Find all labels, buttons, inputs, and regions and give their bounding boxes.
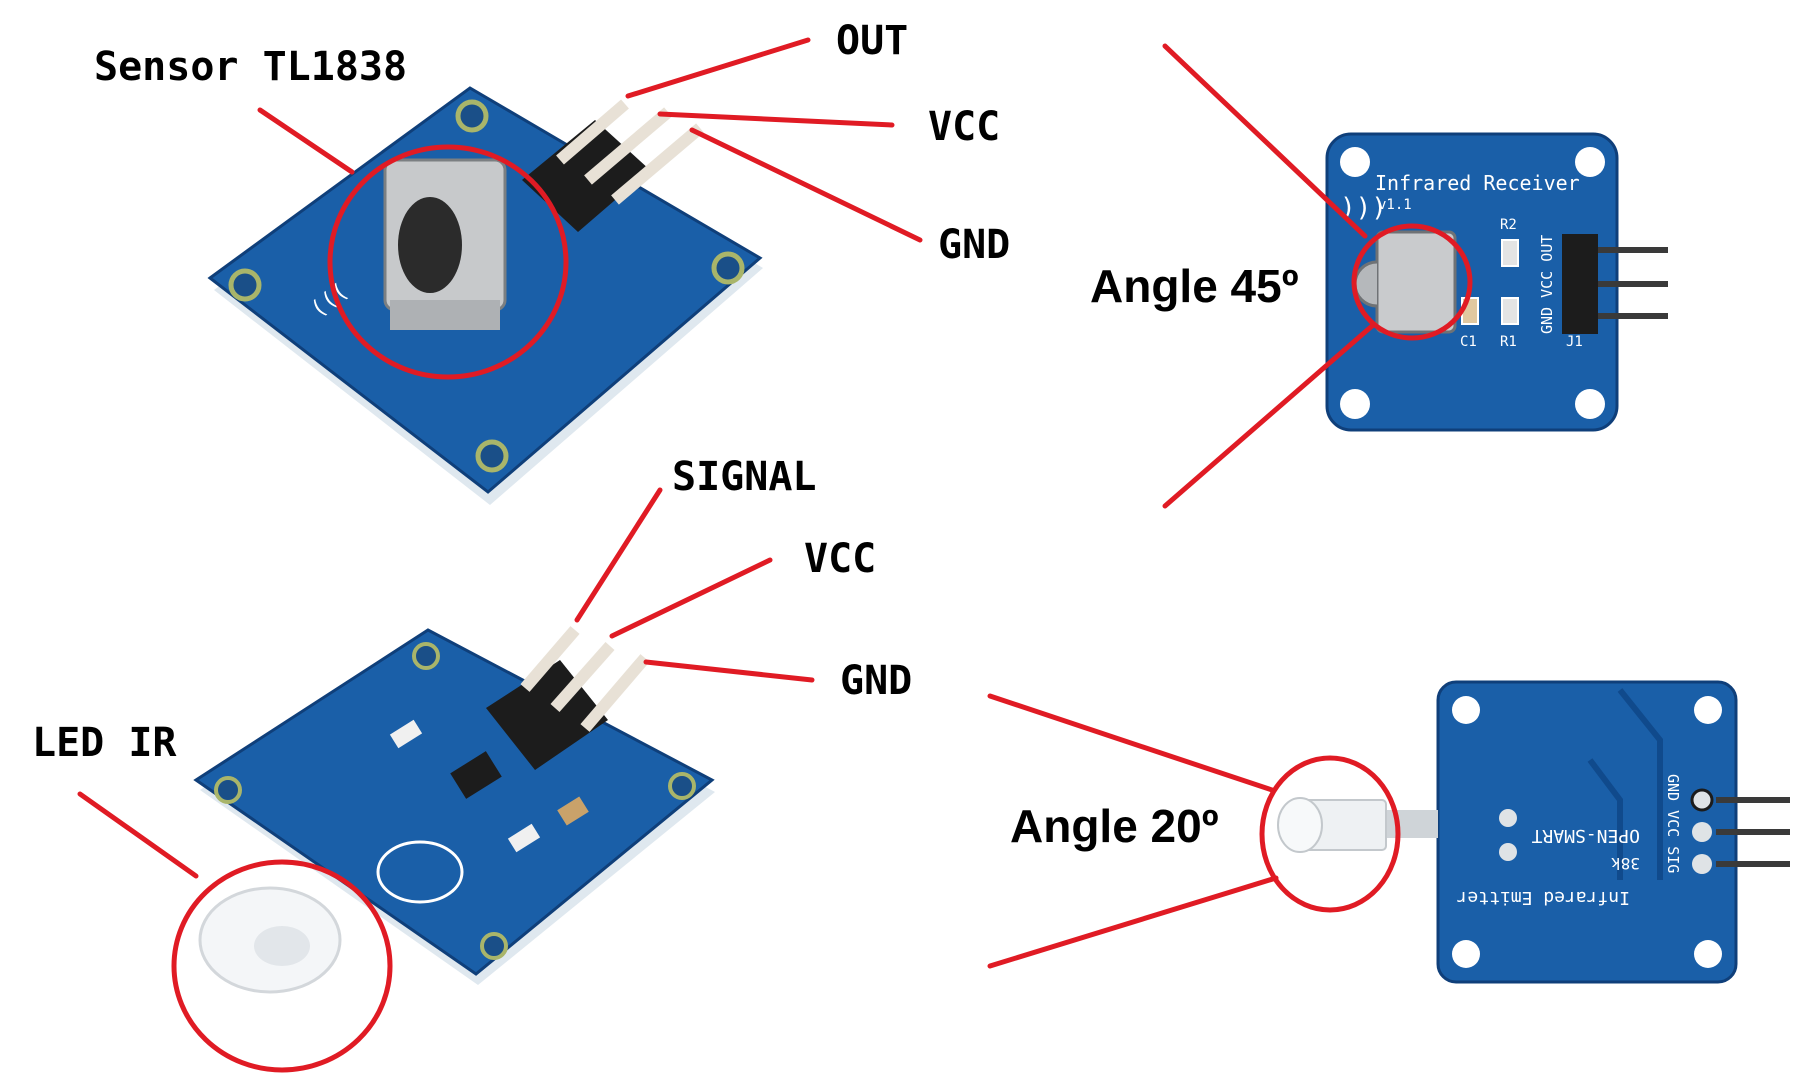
emitter-module-iso <box>193 626 715 994</box>
receiver-silkscreen-r1: R1 <box>1500 334 1517 350</box>
receiver-module-iso: ((( <box>207 86 763 505</box>
label-receiver-vcc: VCC <box>928 104 1000 150</box>
receiver-pin-header <box>522 99 704 232</box>
receiver-silkscreen-title: Infrared Receiver <box>1375 171 1580 195</box>
tl1838-sensor-top <box>1375 230 1457 334</box>
annotation-labels: Sensor TL1838 OUT VCC GND Angle 45º SIGN… <box>32 18 1299 852</box>
ir-led-side <box>1277 797 1387 853</box>
label-emitter-signal: SIGNAL <box>672 454 817 500</box>
receiver-silkscreen-pins: GND VCC OUT <box>1538 235 1556 334</box>
receiver-silkscreen-j1: J1 <box>1566 334 1583 350</box>
ir-led-component <box>198 886 342 994</box>
emitter-silkscreen-title: Infrared Emitter <box>1456 887 1630 908</box>
emitter-silkscreen-freq: 38k <box>1611 854 1640 873</box>
led-highlight-circle <box>171 859 393 1073</box>
receiver-module-top: Infrared Receiver v1.1 ))) R2 C1 R1 J1 G… <box>1325 132 1668 432</box>
label-receiver-out: OUT <box>836 18 908 64</box>
emitter-silkscreen-pins: GND VCC SIG <box>1664 774 1682 873</box>
receiver-header-top <box>1562 234 1598 334</box>
receiver-silkscreen-version: v1.1 <box>1378 197 1412 213</box>
receiver-silkscreen-c1: C1 <box>1460 334 1477 350</box>
annotation-lines <box>77 37 1473 1073</box>
label-receiver-angle: Angle 45º <box>1090 260 1299 312</box>
label-emitter-vcc: VCC <box>804 536 876 582</box>
emitter-silkscreen-brand: OPEN-SMART <box>1531 825 1640 846</box>
receiver-silkscreen-r2: R2 <box>1500 217 1517 233</box>
label-led-ir: LED IR <box>32 720 177 766</box>
led-angle-circle <box>1259 755 1401 913</box>
label-emitter-gnd: GND <box>840 658 912 704</box>
tl1838-sensor-component <box>383 158 507 330</box>
emitter-module-back: OPEN-SMART 38k Infrared Emitter GND VCC … <box>1277 680 1790 984</box>
sensor-angle-circle <box>1351 223 1473 341</box>
label-emitter-angle: Angle 20º <box>1010 800 1219 852</box>
sensor-highlight-circle <box>327 144 569 380</box>
label-receiver-gnd: GND <box>938 222 1010 268</box>
label-sensor-tl1838: Sensor TL1838 <box>94 44 407 90</box>
emitter-pin-header <box>486 626 650 770</box>
